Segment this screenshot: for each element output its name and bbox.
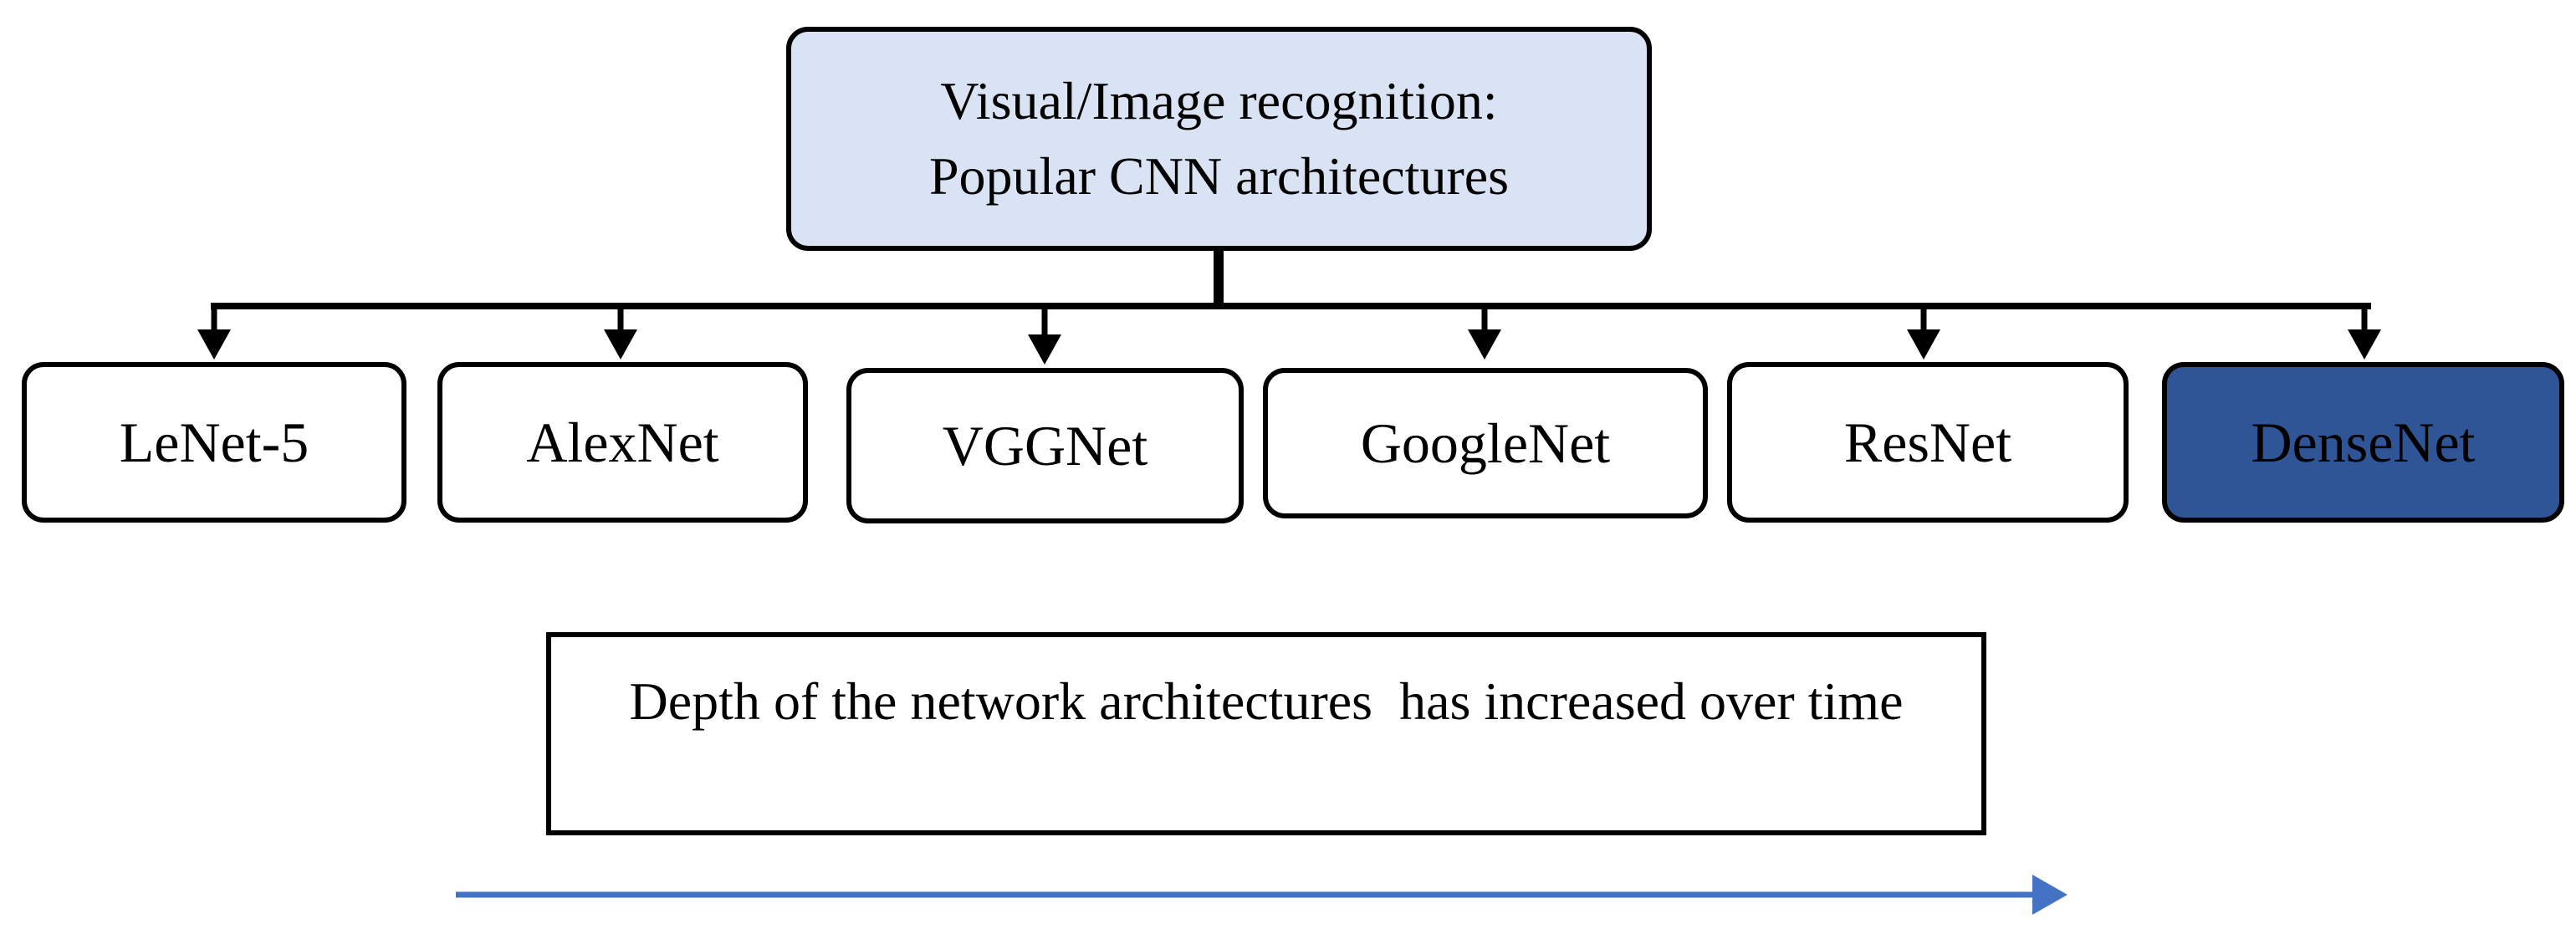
arch-box-googlenet: GoogleNet (1263, 368, 1708, 518)
root-title-line1: Visual/Image recognition: (940, 71, 1498, 130)
arrowhead-vggnet (1028, 334, 1061, 365)
arrowhead-googlenet (1468, 329, 1501, 360)
depth-note-text: Depth of the network architectures has i… (629, 671, 1904, 731)
child-connectors (197, 306, 2381, 365)
arrowhead-lenet (197, 329, 231, 360)
arch-label: AlexNet (526, 410, 719, 474)
root-title-line2: Popular CNN architectures (928, 146, 1510, 206)
time-arrow-head (2032, 875, 2067, 915)
arch-box-lenet5: LeNet-5 (22, 362, 406, 523)
arch-label: GoogleNet (1360, 411, 1611, 475)
arrowhead-resnet (1907, 329, 1940, 360)
arch-label: LeNet-5 (119, 410, 309, 474)
arch-box-resnet: ResNet (1727, 362, 2129, 523)
arch-label: DenseNet (2251, 410, 2476, 474)
arch-label: ResNet (1843, 410, 2012, 474)
arch-box-vggnet: VGGNet (846, 368, 1244, 523)
depth-note-box: Depth of the network architectures has i… (546, 632, 1986, 835)
root-node-box: Visual/Image recognition: Popular CNN ar… (786, 27, 1652, 251)
arrowhead-densenet (2348, 329, 2381, 360)
arrowhead-alexnet (604, 329, 637, 360)
arch-label: VGGNet (942, 413, 1148, 477)
arch-box-densenet: DenseNet (2162, 362, 2564, 523)
arch-box-alexnet: AlexNet (437, 362, 808, 523)
